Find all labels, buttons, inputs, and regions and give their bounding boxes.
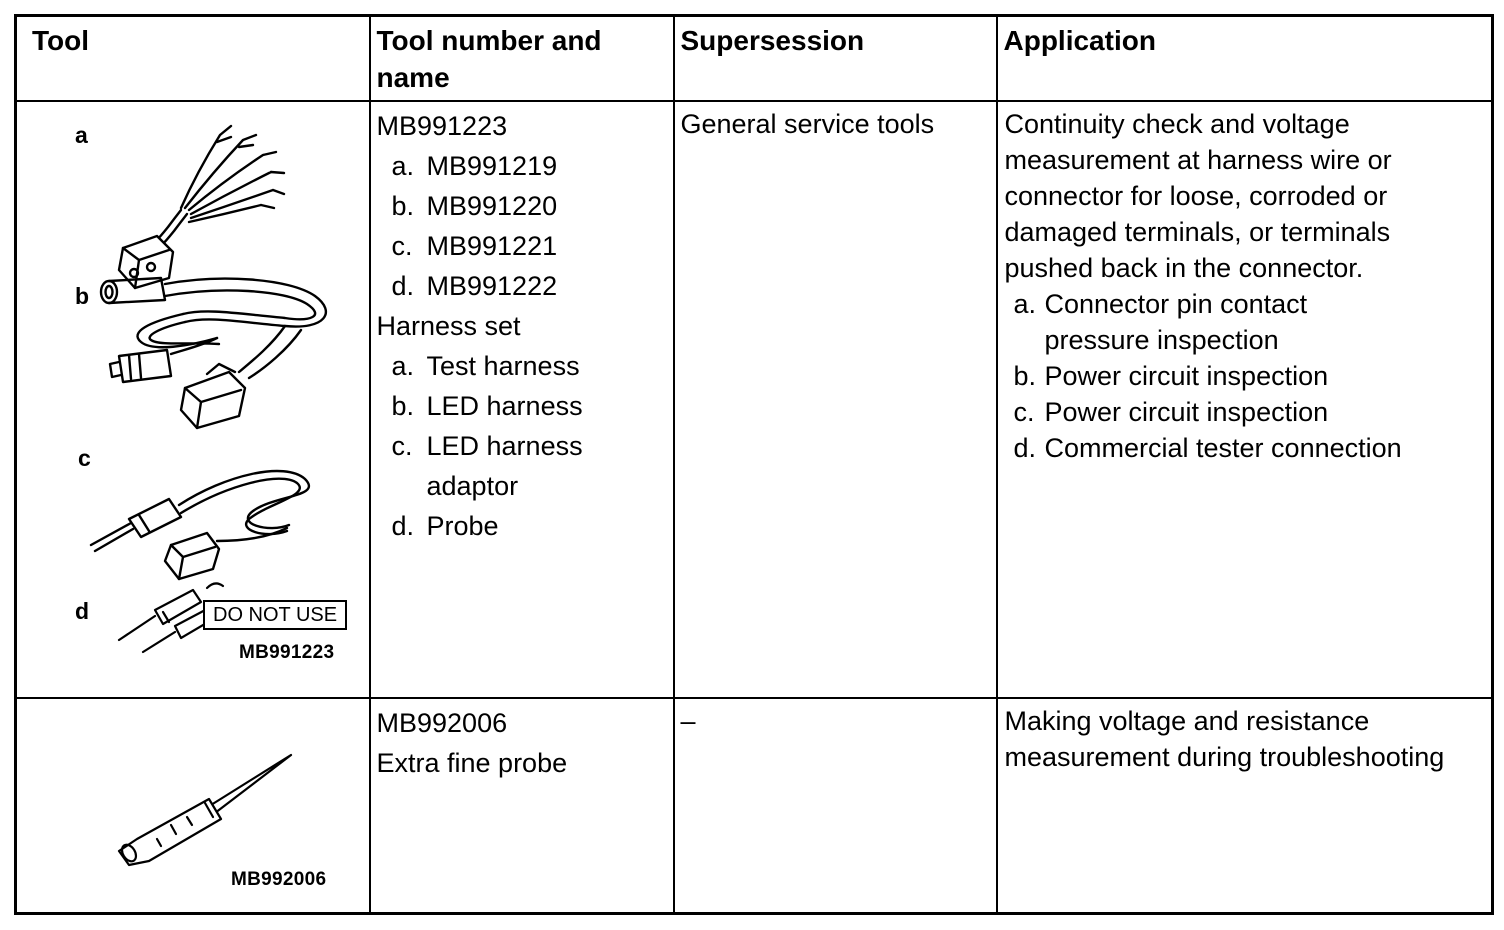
list-item: b. MB991220 [377, 186, 665, 226]
supersession-value: General service tools [680, 109, 935, 139]
supersession-cell: General service tools [672, 100, 998, 699]
list-item: a. Test harness [377, 346, 665, 386]
special-tools-table: Tool Tool number and name Supersession A… [14, 14, 1494, 915]
part-number: MB991220 [426, 191, 558, 221]
application-column-header: Application [995, 14, 1494, 102]
part-name: LED harness adaptor [426, 431, 583, 501]
list-marker: c. [1013, 397, 1035, 427]
led-harness-adaptor-illustration [85, 427, 320, 582]
application-text: Commercial tester connection [1044, 433, 1402, 463]
list-marker: b. [1013, 361, 1037, 391]
tool-illustration-cell: MB992006 [14, 697, 371, 915]
tool-number-cell: MB991223 a. MB991219 b. MB991220 c. MB99122… [368, 100, 675, 699]
list-marker: d. [391, 511, 415, 541]
tool-label-b: b [75, 283, 90, 309]
application-cell: Making voltage and resistance measuremen… [995, 697, 1494, 915]
list-marker: c. [391, 431, 413, 461]
part-number: MB991222 [426, 271, 558, 301]
tool-number-title: MB991223 [376, 111, 508, 141]
tool-label-a: a [75, 122, 88, 148]
tool-caption: MB992006 [231, 869, 327, 890]
tool-number-title: MB992006 [376, 708, 508, 738]
tool-caption: MB991223 [239, 642, 335, 663]
application-text: Connector pin contact pressure inspectio… [1044, 289, 1308, 355]
list-item: d. Probe [377, 506, 665, 546]
list-marker: a. [391, 151, 415, 181]
application-intro: Continuity check and voltage measurement… [1004, 109, 1392, 283]
supersession-value: – [680, 706, 696, 736]
list-marker: c. [391, 231, 413, 261]
list-item: c. LED harness adaptor [377, 426, 665, 506]
part-name: LED harness [426, 391, 583, 421]
tool-illustration-cell: a b [14, 100, 371, 699]
list-marker: b. [391, 191, 415, 221]
supersession-cell: – [672, 697, 998, 915]
application-item: b.Power circuit inspection [1005, 358, 1484, 394]
list-marker: d. [391, 271, 415, 301]
tool-name: Extra fine probe [376, 748, 568, 778]
application-text: Power circuit inspection [1044, 361, 1329, 391]
tool-column-header: Tool [14, 14, 371, 102]
list-item: c. MB991221 [377, 226, 665, 266]
test-harness-illustration [105, 110, 290, 292]
list-marker: a. [391, 351, 415, 381]
tool-number-cell: MB992006 Extra fine probe [368, 697, 675, 915]
part-number: MB991221 [426, 231, 558, 261]
tool-label-c: c [78, 445, 91, 471]
list-marker: b. [391, 391, 415, 421]
tool-set-name: Harness set [376, 311, 521, 341]
list-marker: d. [1013, 433, 1037, 463]
part-name: Probe [426, 511, 499, 541]
application-cell: Continuity check and voltage measurement… [995, 100, 1494, 699]
extra-fine-probe-row: MB992006 MB992006 Extra fine probe – Mak… [14, 697, 1494, 915]
application-text: Power circuit inspection [1044, 397, 1329, 427]
led-harness-illustration [89, 270, 351, 438]
do-not-use-stamp: DO NOT USE [203, 600, 348, 630]
tool-label-d: d [75, 598, 90, 624]
list-item: a. MB991219 [377, 146, 665, 186]
extra-fine-probe-illustration [109, 747, 299, 867]
application-item: a.Connector pin contact pressure inspect… [1005, 286, 1484, 358]
part-number: MB991219 [426, 151, 558, 181]
part-name: Test harness [426, 351, 580, 381]
tool-number-column-header: Tool number and name [368, 14, 675, 102]
header-row: Tool Tool number and name Supersession A… [14, 14, 1494, 102]
application-intro: Making voltage and resistance measuremen… [1004, 706, 1445, 772]
list-item: b. LED harness [377, 386, 665, 426]
harness-set-row: a b [14, 100, 1494, 699]
list-item: d. MB991222 [377, 266, 665, 306]
application-item: c. Power circuit inspection [1005, 394, 1484, 430]
application-item: d.Commercial tester connection [1005, 430, 1484, 466]
supersession-column-header: Supersession [672, 14, 998, 102]
list-marker: a. [1013, 289, 1037, 319]
